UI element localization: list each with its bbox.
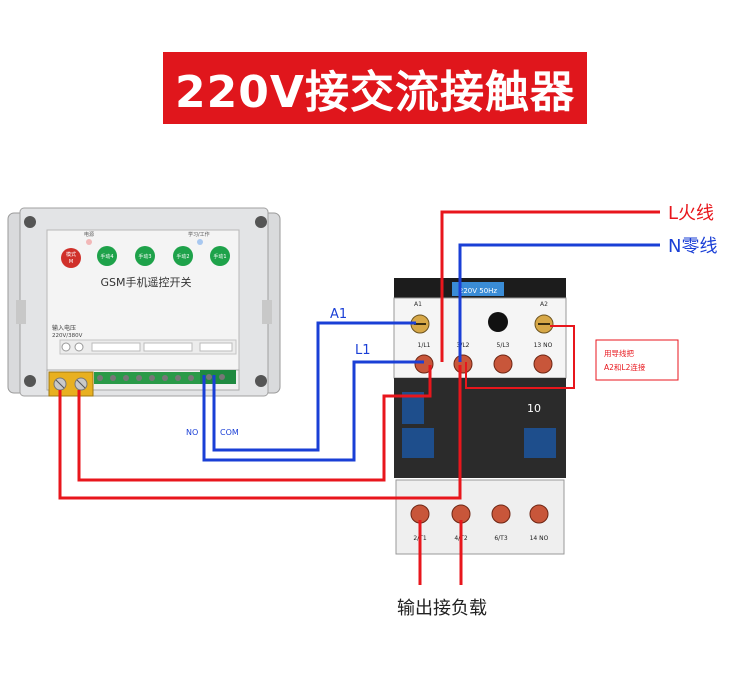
svg-text:手动1: 手动1	[213, 253, 226, 260]
terminal-com-label: COM	[220, 428, 239, 437]
jumper-note: 用导线把 A2和L2连接	[595, 339, 679, 381]
svg-text:M: M	[69, 259, 73, 265]
manual-4-button[interactable]: 手动4	[97, 246, 117, 266]
svg-text:模式: 模式	[66, 251, 76, 258]
top-terminal-4: 13 NO	[534, 342, 553, 349]
learn-led-label: 学习/工作	[188, 231, 210, 238]
live-wire	[440, 210, 660, 362]
a1-wire	[212, 321, 416, 452]
coil-a1-label: A1	[414, 301, 422, 308]
note-line-1: 用导线把	[604, 348, 634, 358]
manual-1-button[interactable]: 手动1	[210, 246, 230, 266]
l1-wire-label: L1	[355, 343, 371, 358]
mode-button[interactable]: 模式 M	[61, 248, 81, 268]
bottom-terminal-3: 6/T3	[494, 535, 508, 542]
input-voltage-value: 220V/380V	[52, 333, 83, 339]
neutral-wire	[458, 243, 660, 362]
manual-2-button[interactable]: 手动2	[173, 246, 193, 266]
power-input-wire-2	[77, 365, 432, 482]
power-led-label: 电源	[84, 231, 94, 238]
gsm-controller: 电源 学习/工作 模式 M 手动4 手动3 手动2 手动1 GSM手机遥控开关 …	[7, 207, 281, 397]
svg-text:手动3: 手动3	[138, 253, 151, 260]
power-input-terminal[interactable]	[48, 371, 94, 397]
bottom-terminal-4: 14 NO	[530, 535, 549, 542]
input-voltage-label: 输入电压	[52, 324, 76, 332]
svg-text:手动4: 手动4	[100, 253, 113, 260]
top-terminal-2: 3/L2	[457, 342, 470, 349]
note-line-2: A2和L2连接	[604, 362, 646, 372]
a1-wire-label: A1	[330, 307, 347, 322]
relay-output-terminal[interactable]	[200, 370, 236, 384]
live-wire-label: L火线	[668, 203, 714, 224]
a2-l2-jumper	[465, 325, 575, 389]
learn-led	[197, 239, 203, 245]
top-terminal-1: 1/L1	[418, 342, 431, 349]
ac-contactor: 220V 50Hz A1 A2 1/L1 3/L2 5/L3 13 NO 10	[393, 278, 567, 555]
svg-text:手动2: 手动2	[176, 253, 189, 260]
page-title: 220V接交流接触器	[163, 52, 587, 124]
output-load-label: 输出接负载	[397, 598, 487, 619]
terminal-no-label: NO	[186, 428, 198, 437]
power-led	[86, 239, 92, 245]
top-terminal-3: 5/L3	[497, 342, 510, 349]
contactor-rating-strip: 220V 50Hz	[459, 287, 498, 295]
manual-3-button[interactable]: 手动3	[135, 246, 155, 266]
coil-a2-label: A2	[540, 301, 548, 308]
l1-wire	[202, 360, 424, 462]
contactor-rating: 10	[527, 402, 541, 415]
power-input-wire-1	[58, 365, 462, 500]
green-terminal-block	[94, 372, 204, 384]
controller-name: GSM手机遥控开关	[101, 275, 192, 289]
neutral-wire-label: N零线	[668, 236, 717, 257]
